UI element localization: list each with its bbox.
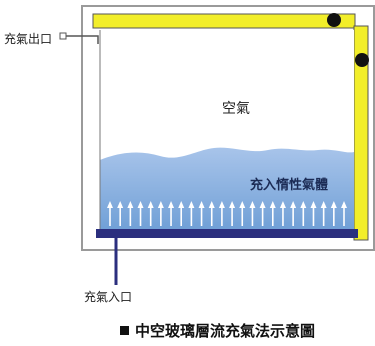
flow-arrow	[300, 201, 307, 226]
flow-arrow	[249, 201, 256, 226]
outlet-tube-end	[59, 32, 67, 40]
seal-dot-right	[355, 53, 369, 67]
flow-arrow	[239, 201, 246, 226]
flow-arrow	[107, 201, 113, 226]
caption-bullet-icon	[120, 326, 129, 335]
inert-gas-label: 充入惰性氣體	[250, 178, 329, 193]
seal-dot-top	[327, 13, 341, 27]
inlet-label: 充氣入口	[84, 290, 133, 304]
flow-arrow	[310, 201, 317, 226]
flow-arrow	[290, 201, 297, 226]
flow-arrow	[330, 201, 337, 226]
flow-arrow	[218, 201, 225, 226]
flow-arrow	[279, 201, 286, 226]
flow-arrow	[188, 201, 195, 226]
flow-arrow	[178, 201, 185, 226]
flow-arrow	[157, 201, 164, 226]
caption-text: 中空玻璃層流充氣法示意圖	[135, 322, 316, 340]
flow-arrow	[198, 201, 205, 226]
flow-arrow	[341, 201, 347, 226]
inert-gas-region	[100, 147, 354, 232]
spacer-top	[92, 13, 356, 29]
flow-arrow	[229, 201, 236, 226]
air-label: 空氣	[222, 101, 250, 117]
flow-arrow	[117, 201, 124, 226]
flow-arrow	[259, 201, 266, 226]
flow-arrow	[168, 201, 175, 226]
flow-arrow	[127, 201, 134, 226]
flow-arrows	[107, 201, 347, 226]
diagram-caption: 中空玻璃層流充氣法示意圖	[120, 320, 315, 341]
flow-arrow	[137, 201, 144, 226]
bottom-bar	[96, 229, 358, 238]
outlet-tube	[60, 35, 99, 44]
flow-arrow	[320, 201, 327, 226]
flow-arrow	[269, 201, 276, 226]
flow-arrow	[147, 201, 154, 226]
flow-arrow	[208, 201, 215, 226]
outlet-label: 充氣出口	[4, 32, 53, 46]
